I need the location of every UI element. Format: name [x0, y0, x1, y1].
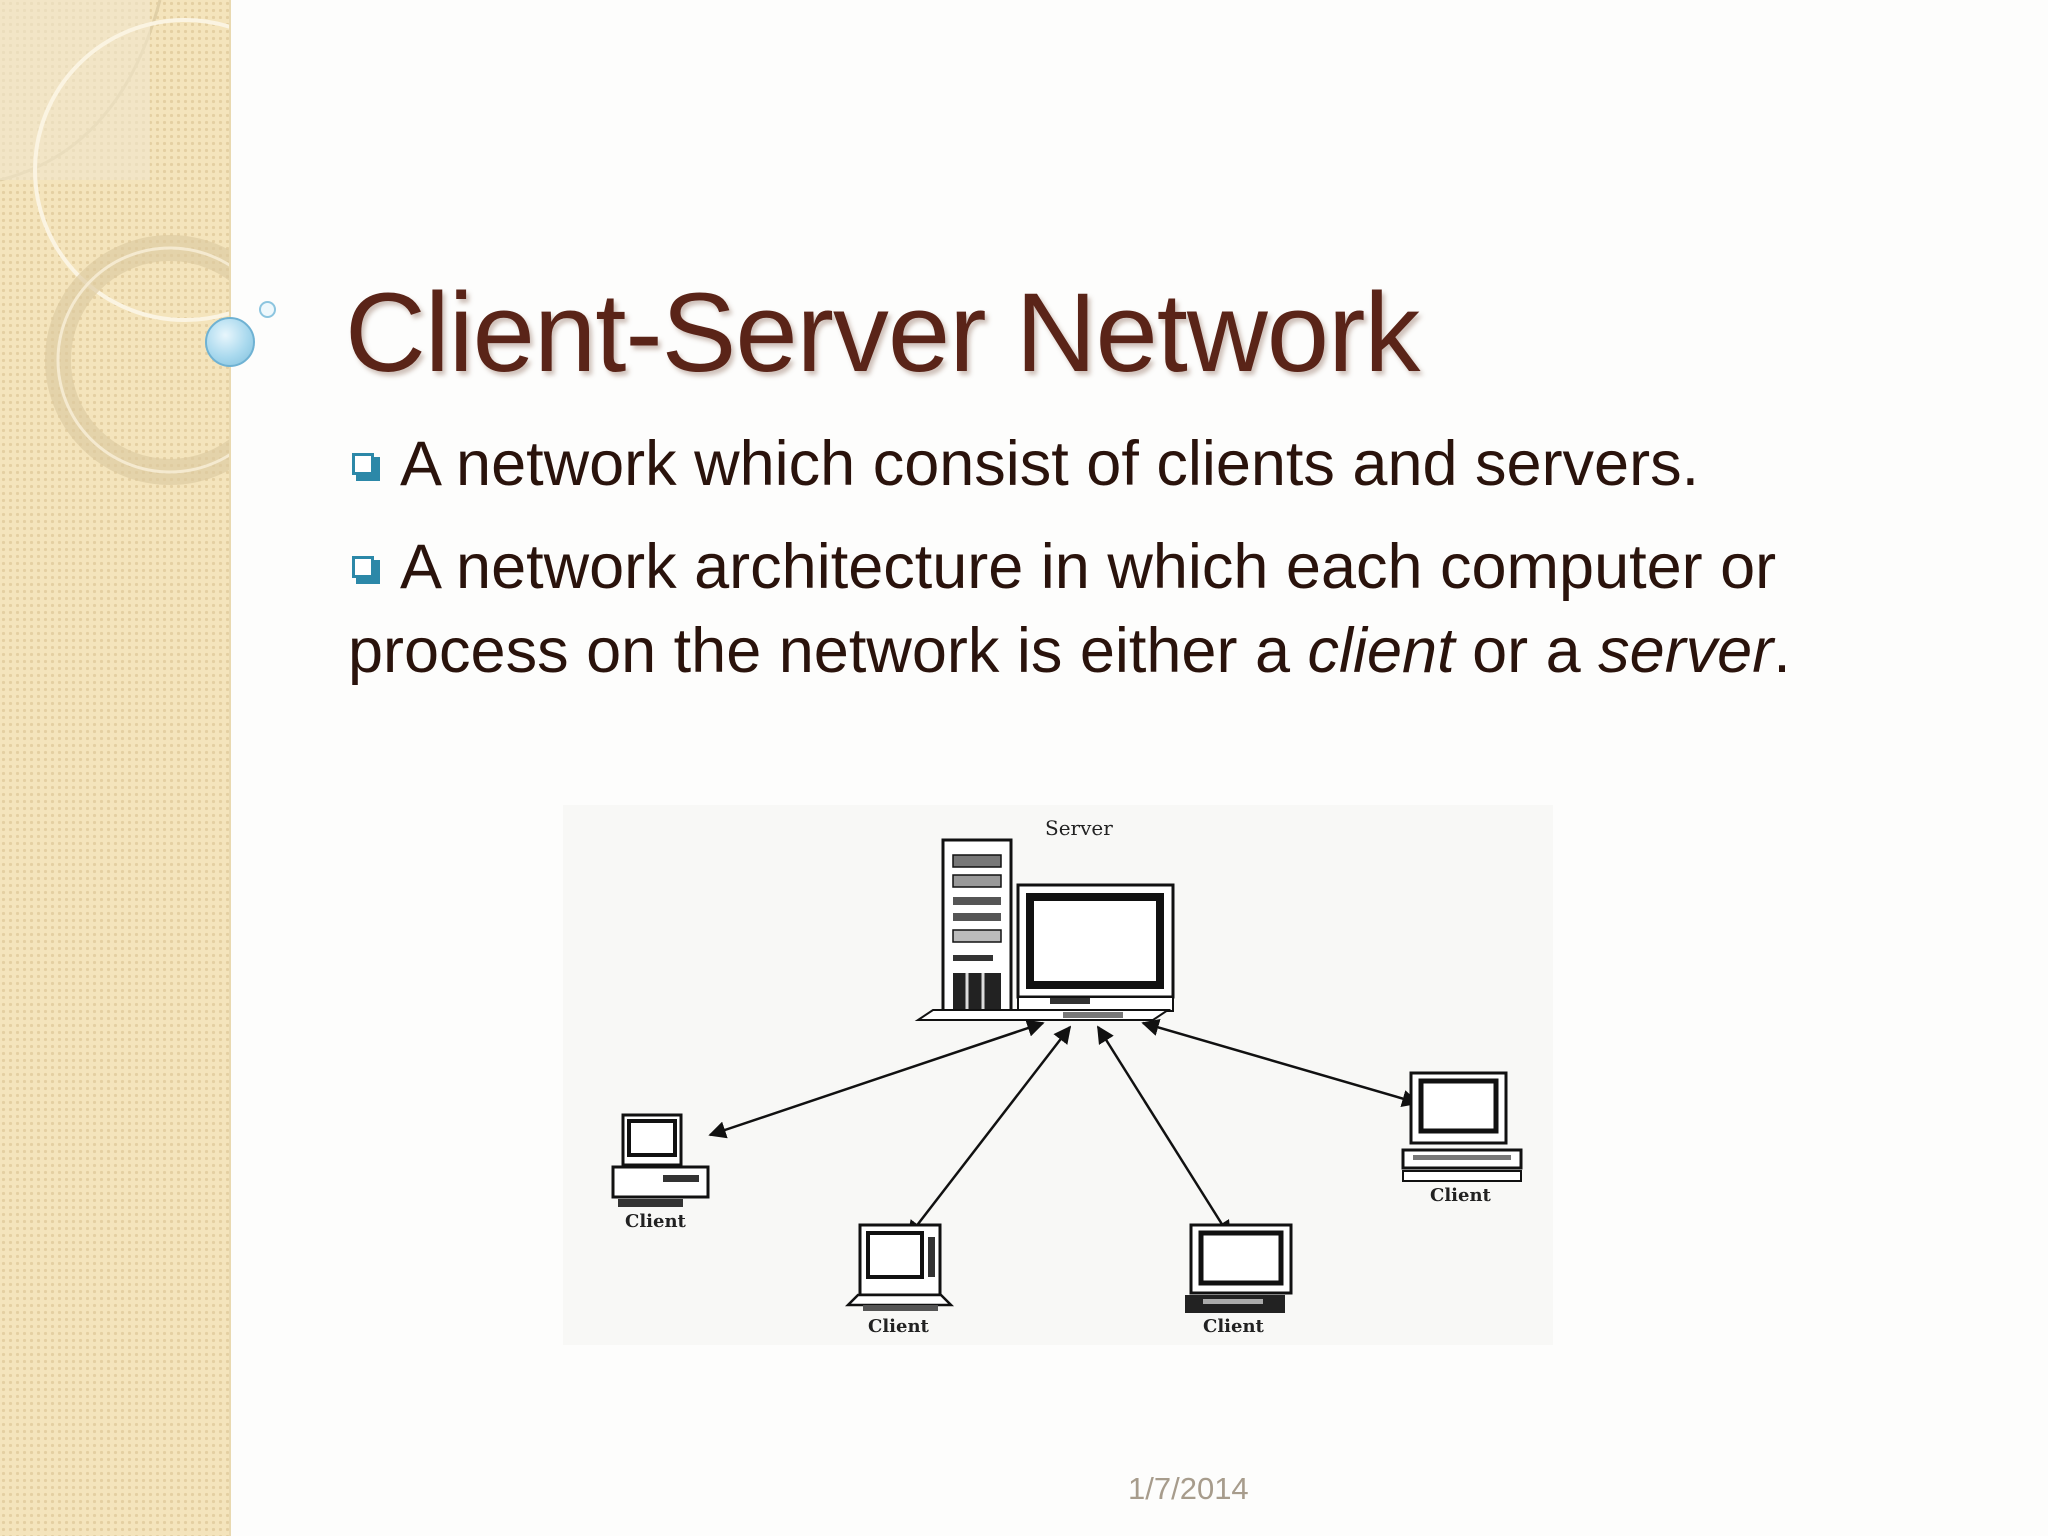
bullet-1-text: A network which consist of clients and s… — [400, 429, 1700, 499]
bullet-2-text-pre: process on the network is either a — [348, 616, 1308, 686]
slide-title: Client-Server Network — [345, 270, 1420, 395]
connection-line-3 — [1096, 1025, 1232, 1239]
decorative-side-band — [0, 0, 231, 1536]
client-computer-icon: Client — [1401, 1071, 1523, 1206]
bullet-2-text-mid: or a — [1454, 616, 1599, 686]
bullet-2-line1: A network architecture in which each com… — [400, 532, 1777, 602]
connection-line-1 — [708, 1019, 1045, 1139]
decorative-bubble-small — [259, 301, 276, 318]
client-computer-icon: Client — [844, 1223, 955, 1337]
client-label: Client — [1430, 1185, 1492, 1206]
bullet-2: A network architecture in which each com… — [348, 525, 2012, 693]
square-bullet-icon — [352, 556, 380, 584]
square-bullet-icon — [352, 453, 380, 481]
server-label: Server — [1045, 816, 1113, 840]
network-connections — [708, 1018, 1420, 1239]
connection-line-4 — [1141, 1018, 1420, 1108]
client-label: Client — [625, 1211, 687, 1232]
connection-line-2 — [906, 1025, 1072, 1239]
client-label: Client — [868, 1316, 930, 1337]
slide-date: 1/7/2014 — [1128, 1471, 1249, 1506]
decorative-bubble-large — [205, 317, 255, 367]
client-label: Client — [1203, 1316, 1265, 1337]
bullet-2-term-server: server — [1598, 616, 1774, 686]
client-computer-icon: Client — [1185, 1223, 1293, 1337]
decorative-rings — [0, 0, 229, 485]
bullet-1: A network which consist of clients and s… — [352, 422, 2012, 506]
client-server-diagram: Server — [563, 805, 1553, 1345]
bullet-2-line2: process on the network is either a clien… — [348, 609, 2012, 693]
client-computer-icon: Client — [611, 1113, 710, 1232]
bullet-2-text-post: . — [1773, 616, 1791, 686]
server-computer-icon: Server — [914, 816, 1175, 1021]
bullet-2-term-client: client — [1307, 616, 1455, 686]
